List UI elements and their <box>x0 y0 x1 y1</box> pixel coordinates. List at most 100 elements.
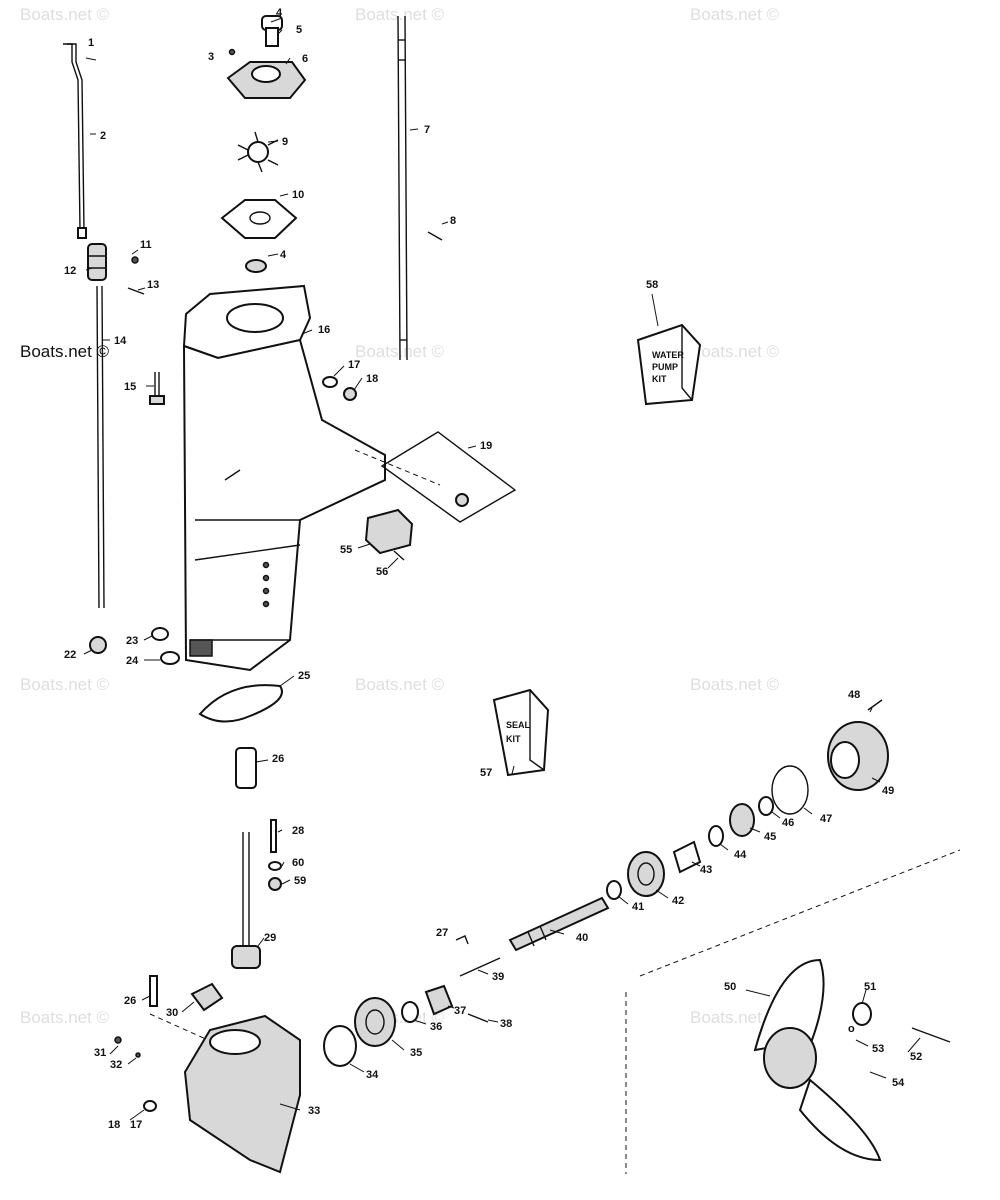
washer-17-lower <box>143 1100 157 1112</box>
nut-22 <box>89 636 107 654</box>
gear-35 <box>354 997 396 1047</box>
screw-18 <box>343 387 357 401</box>
callout-42: 42 <box>672 895 684 907</box>
kit-label-line2: PUMP <box>652 362 678 372</box>
clip-30 <box>190 982 224 1012</box>
callout-4: 4 <box>276 7 283 19</box>
callout-47: 47 <box>820 813 832 825</box>
callout-15: 15 <box>124 381 136 393</box>
watermark: Boats.net © <box>355 675 445 694</box>
stud-28 <box>270 819 277 853</box>
callout-37: 37 <box>454 1005 466 1017</box>
callout-13: 13 <box>147 279 159 291</box>
washer-23 <box>151 627 169 641</box>
leader-lines <box>83 17 921 1121</box>
watermark-primary: Boats.net © <box>20 342 110 361</box>
drive-shaft-29 <box>231 832 261 969</box>
kit-label-line1: WATER <box>652 350 684 360</box>
gearcase-housing-16 <box>182 284 386 672</box>
shift-rod <box>63 43 87 239</box>
callout-1: 1 <box>88 37 94 49</box>
washer-41 <box>606 880 622 900</box>
callout-18: 18 <box>366 373 378 385</box>
callout-2: 2 <box>100 130 106 142</box>
callout-51: 51 <box>864 981 876 993</box>
callouts: 1 2 3 4 5 6 7 8 9 10 4 11 12 13 14 15 16… <box>64 7 922 1131</box>
sleeve-26 <box>235 747 257 789</box>
callout-10: 10 <box>292 189 304 201</box>
callout-17: 17 <box>348 359 360 371</box>
callout-40: 40 <box>576 932 588 944</box>
callout-32: 32 <box>110 1059 122 1071</box>
seal-kit-57: SEAL KIT <box>492 688 550 777</box>
watermark: Boats.net © <box>20 1008 110 1027</box>
washer-36 <box>401 1001 419 1023</box>
callout-5: 5 <box>296 24 302 36</box>
callout-59: 59 <box>294 875 306 887</box>
seal-4 <box>245 259 267 273</box>
water-pump-group <box>220 15 307 273</box>
washer-60 <box>268 861 282 871</box>
callout-30: 30 <box>166 1007 178 1019</box>
callout-26: 26 <box>124 995 136 1007</box>
callout-9: 9 <box>282 136 288 148</box>
watermark: Boats.net © <box>690 675 780 694</box>
callout-18: 18 <box>108 1119 120 1131</box>
callout-48: 48 <box>848 689 860 701</box>
pin-39 <box>459 957 501 977</box>
propeller-50 <box>753 958 882 1162</box>
water-pump-kit-58: WATER PUMP KIT <box>636 323 702 406</box>
o-ring-47 <box>771 765 809 815</box>
screw-15 <box>149 372 165 405</box>
screw-31 <box>114 1036 122 1044</box>
watermark: Boats.net © <box>355 5 445 24</box>
shift-coupler <box>87 243 107 281</box>
screw-3 <box>228 48 236 56</box>
callout-4: 4 <box>280 249 287 261</box>
pin-8 <box>427 231 443 241</box>
callout-43: 43 <box>700 864 712 876</box>
callout-57: 57 <box>480 767 492 779</box>
callout-12: 12 <box>64 265 76 277</box>
prop-shaft-40 <box>508 896 610 952</box>
watermark: Boats.net © <box>20 675 110 694</box>
clutch-37 <box>424 984 454 1016</box>
plate-19-panel <box>354 431 517 523</box>
callout-44: 44 <box>734 849 747 861</box>
propeller-box-top <box>639 849 961 977</box>
callout-3: 3 <box>208 51 214 63</box>
washer-44 <box>708 825 724 847</box>
callout-24: 24 <box>126 655 139 667</box>
watermark: Boats.net © <box>20 5 110 24</box>
callout-41: 41 <box>632 901 644 913</box>
callout-35: 35 <box>410 1047 422 1059</box>
callout-7: 7 <box>424 124 430 136</box>
washer-17 <box>322 376 338 388</box>
callout-25: 25 <box>298 670 310 682</box>
callout-14: 14 <box>114 335 127 347</box>
callout-55: 55 <box>340 544 352 556</box>
gasket-25 <box>198 684 283 723</box>
screw-56 <box>393 550 405 561</box>
callout-34: 34 <box>366 1069 379 1081</box>
seal-46 <box>758 796 774 816</box>
nut-59 <box>268 877 282 891</box>
callout-39: 39 <box>492 971 504 983</box>
callout-49: 49 <box>882 785 894 797</box>
kit-label-line3: KIT <box>652 374 667 384</box>
bearing-45 <box>729 803 755 837</box>
race-34 <box>323 1025 357 1067</box>
callout-19: 19 <box>480 440 492 452</box>
callout-36: 36 <box>430 1021 442 1033</box>
washer-24 <box>160 651 180 665</box>
callout-28: 28 <box>292 825 304 837</box>
bearing-carrier-49 <box>827 721 889 791</box>
rod-7 <box>397 15 408 361</box>
impeller-9 <box>237 131 279 173</box>
callout-17: 17 <box>130 1119 142 1131</box>
callout-33: 33 <box>308 1105 320 1117</box>
plate-10 <box>220 199 298 239</box>
pin-38 <box>467 1013 489 1023</box>
callout-8: 8 <box>450 215 456 227</box>
callout-22: 22 <box>64 649 76 661</box>
